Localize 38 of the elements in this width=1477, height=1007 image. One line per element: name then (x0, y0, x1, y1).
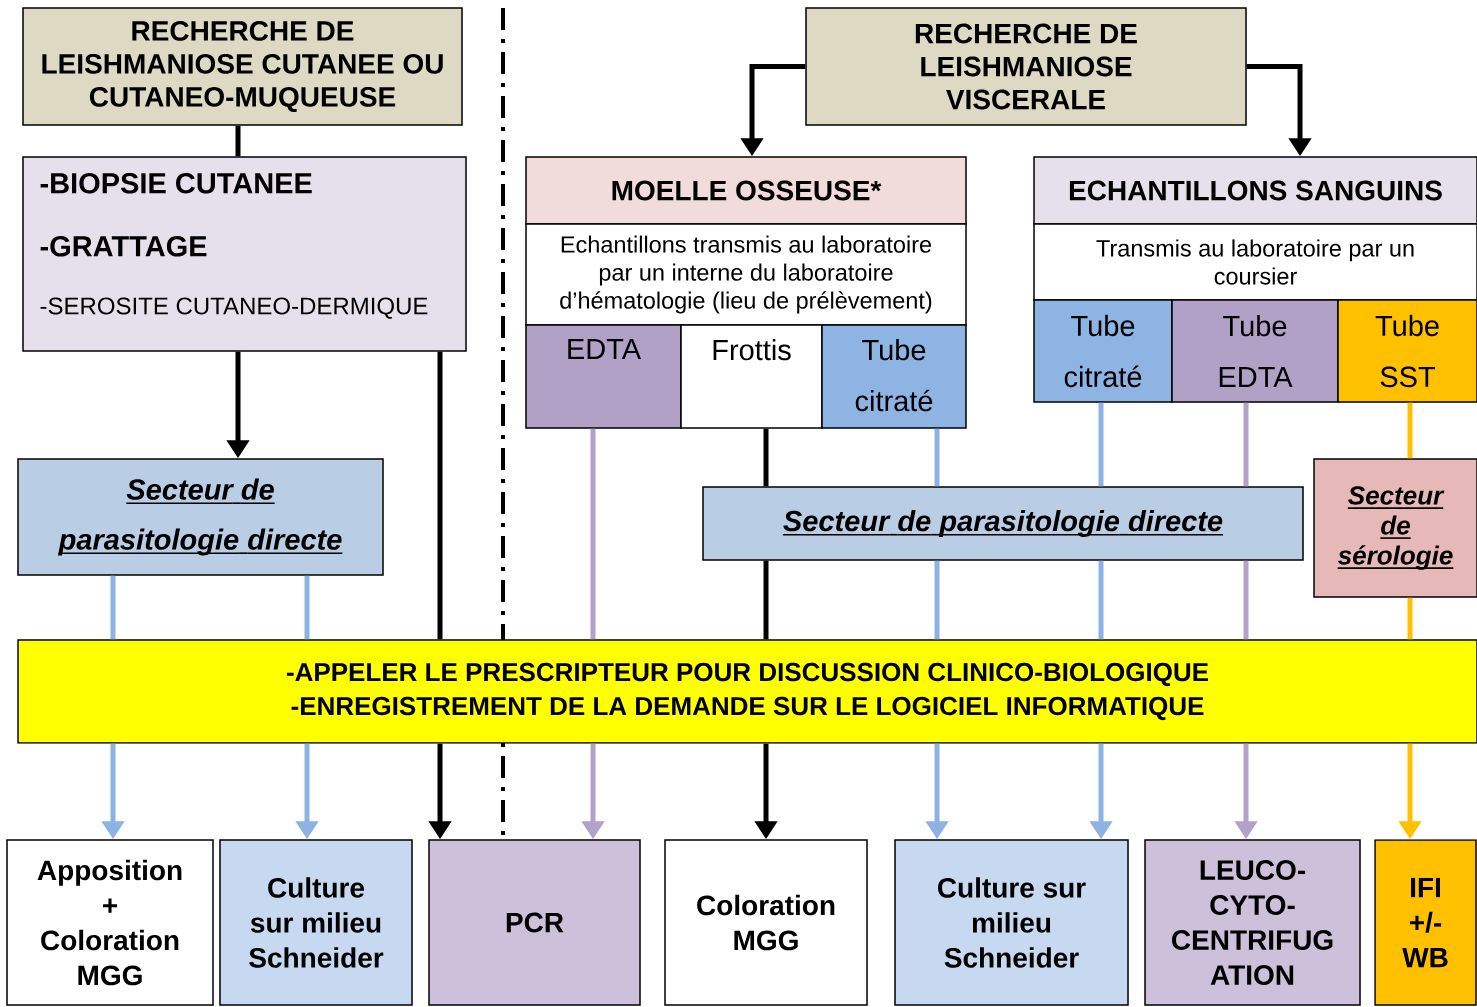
tube-cell: Tube SST (1337, 299, 1477, 403)
connector-line (235, 125, 241, 157)
connector-line (763, 560, 769, 640)
heading-box: RECHERCHE DE LEISHMANIOSE CUTANEE OU CUTANEO-MUQUEUSE (22, 7, 463, 126)
result-box: Coloration MGG (664, 839, 868, 1006)
sample-box: -BIOPSIE CUTANEE -GRATTAGE -SEROSITE CUTANEO-DERMIQUE (22, 156, 467, 352)
connector-line (763, 428, 769, 487)
result-box: PCR (428, 839, 641, 1006)
result-box: Culture sur milieu Schneider (219, 839, 413, 1006)
tube-cell: EDTA (525, 324, 682, 429)
tube-cell: Tube citraté (1033, 299, 1173, 403)
connector-line (110, 575, 116, 640)
connector-line (1243, 402, 1249, 487)
connector-line (1407, 597, 1413, 640)
connector-line (934, 428, 940, 487)
connector-line (437, 351, 443, 640)
result-box: Culture sur milieu Schneider (894, 839, 1129, 1006)
connector-line (1098, 402, 1104, 487)
instruction-banner: -APPELER LE PRESCRIPTEUR POUR DISCUSSION CLINICO-BIOLOGIQUE -ENREGISTREMENT DE LA DEMANDE SUR LE LOGICIEL INFORMATIQUE (17, 639, 1477, 744)
connector-line (304, 575, 310, 640)
tube-cell: Tube citraté (821, 324, 967, 429)
result-box: IFI +/- WB (1374, 839, 1477, 1006)
connector-line (1407, 402, 1413, 459)
tube-cell: Frottis (680, 324, 823, 429)
connector-line (1098, 560, 1104, 640)
connector-line (590, 428, 596, 640)
note-cell: Transmis au laboratoire par un coursier (1033, 223, 1477, 301)
result-box: LEUCO- CYTO- CENTRIFUG ATION (1144, 839, 1361, 1006)
header-cell: ECHANTILLONS SANGUINS (1033, 156, 1477, 225)
connector-line (934, 560, 940, 640)
heading-box: RECHERCHE DE LEISHMANIOSE VISCERALE (805, 7, 1247, 126)
connector-line (1243, 560, 1249, 640)
header-cell: MOELLE OSSEUSE* (525, 156, 967, 225)
sector-box: Secteur de parasitologie directe (17, 458, 384, 576)
tube-cell: Tube EDTA (1171, 299, 1339, 403)
result-box: Apposition + Coloration MGG (6, 839, 214, 1006)
sector-box: Secteur de parasitologie directe (702, 486, 1304, 561)
sector-box: Secteur de sérologie (1313, 458, 1477, 598)
